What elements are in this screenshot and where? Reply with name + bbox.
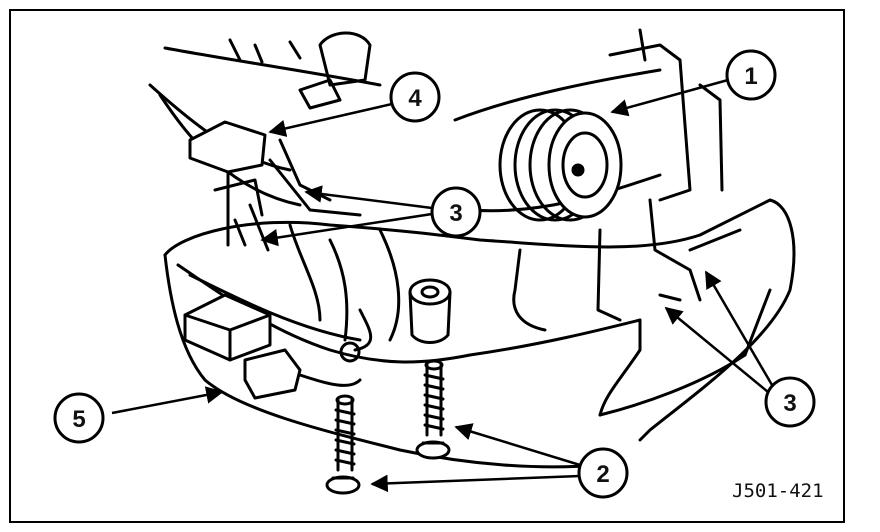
arrow-3b-upper bbox=[704, 270, 774, 386]
arrow-2-upper bbox=[454, 423, 581, 467]
callout-5: 5 bbox=[53, 392, 105, 444]
callout-2: 2 bbox=[577, 447, 629, 499]
callout-3-upper: 3 bbox=[430, 186, 482, 238]
arrow-4 bbox=[268, 102, 393, 138]
arrow-3a-upper bbox=[304, 185, 433, 210]
callout-5-label: 5 bbox=[72, 406, 85, 433]
screw-right bbox=[415, 359, 451, 460]
arrow-2-lower bbox=[370, 474, 581, 493]
callout-1: 1 bbox=[725, 49, 777, 101]
spacer-bushing bbox=[408, 278, 452, 344]
lower-shroud bbox=[163, 198, 796, 442]
callout-4: 4 bbox=[389, 71, 441, 123]
callout-4-label: 4 bbox=[408, 85, 422, 112]
arrow-3b-lower bbox=[664, 306, 769, 393]
callouts: 1 4 3 3 5 2 bbox=[53, 49, 816, 499]
callout-3-lower-label: 3 bbox=[783, 390, 796, 417]
callout-3-upper-label: 3 bbox=[449, 200, 462, 227]
callout-3-lower: 3 bbox=[764, 376, 816, 428]
leader-arrows bbox=[111, 78, 774, 493]
lock-cylinder bbox=[498, 108, 623, 222]
switch-bracket bbox=[188, 120, 267, 174]
screw-left bbox=[325, 394, 361, 495]
figure-code: J501-421 bbox=[732, 480, 824, 502]
illustration bbox=[148, 28, 796, 495]
arrow-1 bbox=[610, 78, 729, 117]
arrow-5 bbox=[111, 386, 224, 415]
upper-wiring bbox=[163, 46, 382, 87]
column-tube bbox=[453, 68, 662, 122]
connector bbox=[183, 293, 362, 400]
callout-2-label: 2 bbox=[596, 461, 609, 488]
arrow-3a-lower bbox=[260, 212, 433, 247]
callout-1-label: 1 bbox=[744, 63, 757, 90]
